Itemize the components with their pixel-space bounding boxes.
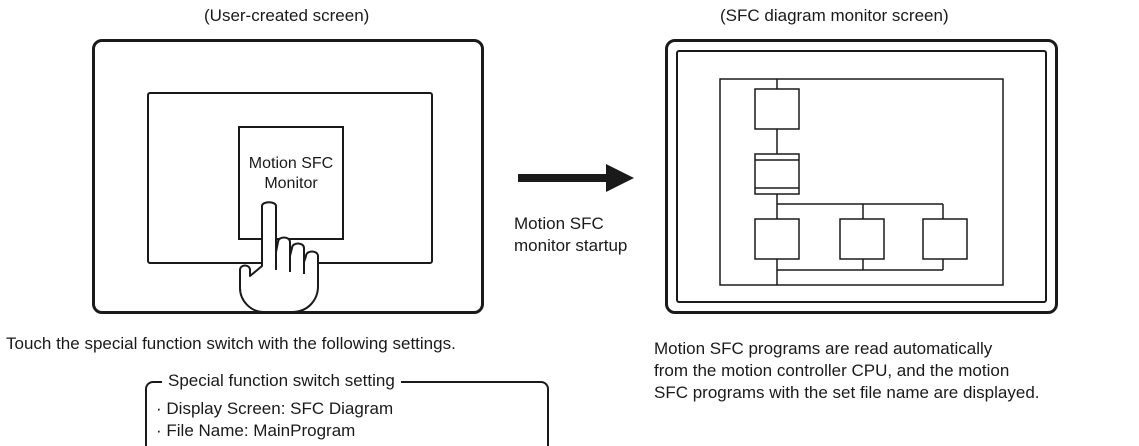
sfc-step-5: [922, 218, 968, 260]
left-description: Touch the special function switch with t…: [6, 334, 456, 353]
right-description-line3: SFC programs with the set file name are …: [654, 383, 1040, 402]
button-label-line1: Motion SFC: [248, 155, 334, 172]
sfc-monitor-screen-frame: [665, 39, 1058, 314]
right-panel-caption: (SFC diagram monitor screen): [720, 6, 949, 25]
button-label-line2: Monitor: [264, 175, 318, 192]
sfc-step-4: [839, 218, 885, 260]
settings-box-title: Special function switch setting: [162, 371, 401, 391]
sfc-monitor-screen-display: [676, 50, 1047, 303]
setting-item-display-screen: · Display Screen: SFC Diagram: [156, 399, 394, 418]
setting-item-file-name: · File Name: MainProgram: [156, 421, 356, 440]
user-created-screen-frame: Motion SFC Monitor: [92, 39, 484, 314]
right-arrow-icon: [518, 164, 634, 192]
arrow-label-line1: Motion SFC: [514, 214, 604, 233]
sfc-step-3: [754, 218, 800, 260]
left-panel-caption: (User-created screen): [204, 6, 370, 25]
sfc-diagram-border: [719, 78, 1004, 286]
sfc-diagram: [719, 78, 1004, 286]
right-description-line1: Motion SFC programs are read automatical…: [654, 339, 993, 358]
motion-sfc-monitor-button[interactable]: Motion SFC Monitor: [238, 126, 344, 240]
sfc-step-1: [754, 88, 800, 130]
pointing-hand-icon: [239, 201, 319, 313]
arrow-label-line2: monitor startup: [514, 236, 628, 255]
right-description-line2: from the motion controller CPU, and the …: [654, 361, 1010, 380]
